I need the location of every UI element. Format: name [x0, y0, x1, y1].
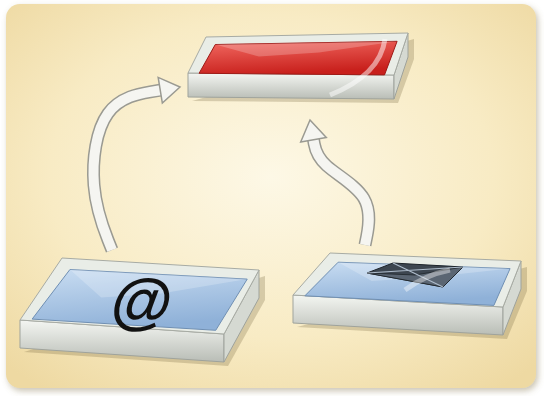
curved-arrow — [94, 77, 180, 250]
curved-arrow — [301, 120, 369, 245]
tile-shape — [285, 245, 530, 350]
tile-shape — [180, 25, 420, 120]
glass-reflection — [330, 39, 385, 95]
arrow-body — [314, 140, 369, 245]
glass-reflection — [405, 270, 450, 290]
glass-tile — [285, 245, 530, 350]
tile-face — [305, 262, 510, 305]
tile-rim — [20, 258, 259, 334]
arrow-body — [94, 90, 161, 250]
tile-rim — [188, 33, 408, 75]
backdrop-panel — [6, 4, 536, 388]
tile-rim — [293, 253, 521, 307]
glass-tile: @ — [12, 250, 267, 380]
arrow-outline — [314, 140, 369, 245]
arrow-head — [301, 120, 327, 142]
glass-tile — [180, 25, 420, 120]
tile-highlight — [215, 41, 397, 56]
arrow-head — [158, 77, 180, 103]
email-symbol: @ — [108, 270, 177, 332]
arrow-outline — [94, 90, 161, 250]
